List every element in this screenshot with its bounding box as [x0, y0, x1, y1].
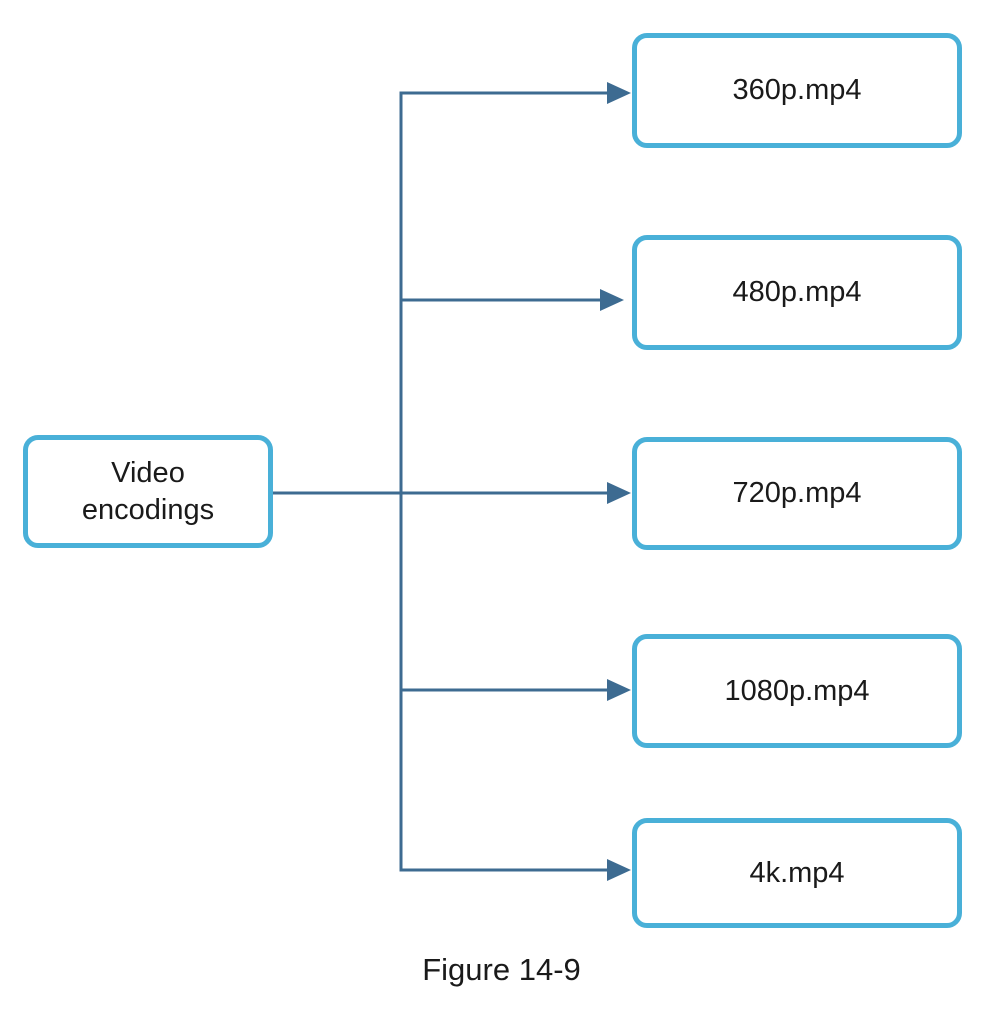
arrowhead-720p: [607, 482, 631, 504]
node-4k-mp4-label: 4k.mp4: [749, 856, 845, 889]
node-video-encodings: Video encodings: [23, 435, 273, 548]
arrowhead-480p: [600, 289, 624, 311]
node-480p-mp4: 480p.mp4: [632, 235, 962, 350]
figure-caption: Figure 14-9: [422, 952, 581, 987]
node-360p-mp4: 360p.mp4: [632, 33, 962, 148]
node-720p-mp4: 720p.mp4: [632, 437, 962, 550]
node-480p-mp4-label: 480p.mp4: [732, 276, 862, 309]
arrowhead-1080p: [607, 679, 631, 701]
node-4k-mp4: 4k.mp4: [632, 818, 962, 928]
node-1080p-mp4: 1080p.mp4: [632, 634, 962, 748]
arrowhead-4k: [607, 859, 631, 881]
arrowhead-360p: [607, 82, 631, 104]
node-video-encodings-label: Video encodings: [81, 457, 215, 526]
node-720p-mp4-label: 720p.mp4: [732, 477, 862, 510]
connector-trunk: [399, 91, 607, 872]
node-1080p-mp4-label: 1080p.mp4: [724, 674, 870, 707]
node-360p-mp4-label: 360p.mp4: [732, 74, 862, 107]
